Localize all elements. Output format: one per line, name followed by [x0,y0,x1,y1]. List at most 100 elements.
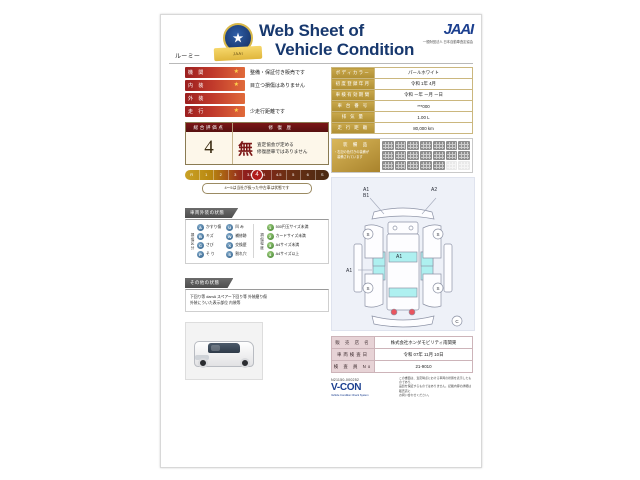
vehicle-damage-diagram: A1 B1 A2 A1 A1 S S [331,177,475,331]
title-line-2: Vehicle Condition [275,40,415,59]
rating-star-engine: ★ [233,69,241,75]
page-title: Web Sheet of Vehicle Condition [259,21,414,59]
severity-code-badge: 3 [266,242,274,249]
rating-bar-interior: 内 装 ★ [185,80,245,91]
other-section-tab: その他の状態 [185,278,234,288]
rating-bar-exterior: 外 装 [185,93,245,104]
overall-score-box: 総合評価点 修 復 歴 4 無 査定協会が定める 修復歴車ではありません [185,122,329,165]
rating-row-interior: 内 装 ★ 目立つ損傷はありません [185,80,329,91]
table-row: 車 台 番 号 ***000 [331,100,473,112]
damage-code-text: 凹 み [235,225,244,229]
model-name: ルーミー [175,54,201,60]
other-note-line-1: 下回り等 damA スペアー下回り等 外装磨り傷 [190,295,267,299]
info-value: ***000 [374,100,473,112]
damage-code-text: 交換歴 [235,243,247,247]
disclaimer-line-3: お問い合わせください。 [399,392,431,397]
equipment-icon-cell [458,151,470,160]
damage-severity-grid: 1 500円玉サイズ未満 2 カードサイズ未満 3 [266,224,309,258]
repair-note-line-1: 査定協会が定める [257,142,294,147]
legend-item: X 交換歴 [226,242,247,249]
other-note-line-2: 外装にういた表示部位 内装等 [190,301,241,305]
score-header-left: 総合評価点 [186,123,233,132]
scale-tick-5: 4 [258,170,272,180]
diagram-marker-label: S [366,232,369,237]
seller-key: 車両検査日 [331,348,375,361]
damage-severity-title: 損傷程度 [260,232,265,250]
rating-comment-engine: 整備・保証付き販売です [250,70,306,76]
equipment-title: 装 備 品 [342,142,370,147]
score-header-right: 修 復 歴 [268,125,293,130]
legend-item: 4 A4サイズ以上 [266,251,309,258]
rating-row-engine: 機 関 ★ 整備・保証付き販売です [185,67,329,78]
vcon-brand-subtitle: Vehicle Condition Check System [331,393,369,398]
info-key: 排 気 量 [331,111,375,123]
equipment-icon-cell [432,161,445,170]
equipment-icon-cell [420,141,432,150]
exterior-section-tab: 車両外装の状態 [185,208,239,218]
legend-item: C さび [197,242,221,249]
severity-code-text: A4サイズ以上 [275,252,300,256]
rating-label-mileage: 走 行 [188,109,206,115]
score-body: 4 無 査定協会が定める 修復歴車ではありません [186,132,328,164]
sheet-footer: N21150-000252 V-CON Vehicle Condition Ch… [331,376,473,397]
legend-item: B キズ [197,233,221,240]
diagram-marker-label: A1 [346,268,352,274]
severity-code-text: カードサイズ未満 [275,234,306,238]
car-rear-wheel [240,358,250,368]
info-key: 車 台 番 号 [331,100,375,112]
repair-history-mark: 無 [238,140,254,158]
table-row: 排 気 量 1.00 L [331,111,473,123]
rating-list: 機 関 ★ 整備・保証付き販売です 内 装 ★ 目立つ損傷はありません [185,67,329,117]
table-row: 販 売 店 名 株式会社ホンダモビリティ南関東 [331,336,473,349]
severity-code-badge: 2 [266,233,274,240]
repair-history-block: 無 査定協会が定める 修復歴車ではありません [233,132,328,164]
legend-item: 3 A4サイズ未満 [266,242,309,249]
damage-code-badge: S [226,251,234,258]
rating-row-exterior: 外 装 [185,93,329,104]
legend-item: 2 カードサイズ未満 [266,233,309,240]
info-key: 走 行 距 離 [331,122,375,134]
rating-label-exterior: 外 装 [188,96,206,102]
damage-code-text: そ り [206,252,215,256]
exterior-section-body: 損傷区分 A かすり傷 U 凹 み [185,219,329,264]
sheet-header: JAAI Web Sheet of Vehicle Condition JAAI… [161,15,481,67]
info-value: 令和 ー年 ー月 ー日 [374,89,473,101]
diagram-marker-label: A2 [431,187,437,193]
damage-diagram-svg: A1 B1 A2 A1 A1 S S [346,187,463,328]
legend-item: S 割れ穴 [226,251,247,258]
damage-code-badge: X [226,242,234,249]
seller-value: 株式会社ホンダモビリティ南関東 [374,336,473,349]
rating-label-engine: 機 関 [188,70,206,76]
disclaimer-line-2: 品質を保証するものではありません。記載内容の詳細は販売店に [399,384,472,393]
info-value: 80,000 km [374,122,473,134]
jaai-org-name: 一般財団法人 日本自動車査定協会 [422,40,473,44]
equipment-desc-line-1: ・右記の色付きの装備が [334,150,370,154]
scale-tick-9: S [320,172,324,177]
damage-code-badge: B [197,233,204,240]
legend-item: W 補修跡 [226,233,247,240]
info-key: 初度登録年月 [331,78,375,90]
crest-ribbon-label: JAAI [232,50,244,57]
info-key: 車検有効期間 [331,89,375,101]
scale-tick-0: R [185,170,200,180]
seller-value: 令和 07年 11月 10日 [374,348,473,361]
damage-code-text: 割れ穴 [235,252,247,256]
legend-item: U 凹 み [226,224,246,231]
rating-label-interior: 内 装 [188,83,206,89]
damage-code-text: かすり傷 [206,225,222,229]
scale-tick-8: 6 [301,170,316,180]
scale-tick-1: 1 [200,170,214,180]
diagram-marker-label: A1 [396,254,402,260]
equipment-icon-cell [382,151,394,160]
crest-ribbon: JAAI [213,45,263,62]
damage-type-title: 損傷区分 [191,232,195,250]
table-row: 検 査 員 No 21-9010 [331,360,473,373]
scale-tick-6: 4.5 [272,170,287,180]
car-front-wheel [198,358,208,368]
damage-code-badge: C [197,242,204,249]
right-column: ボディカラー パールホワイト 初度登録年月 令和 1年 4月 車検有効期間 令和… [331,67,475,397]
diagram-marker-label: C [455,319,459,324]
equipment-icon-cell [382,161,394,170]
rating-row-mileage: 走 行 ★ 少走行距離です [185,106,329,117]
equipment-icon-cell [394,161,407,170]
